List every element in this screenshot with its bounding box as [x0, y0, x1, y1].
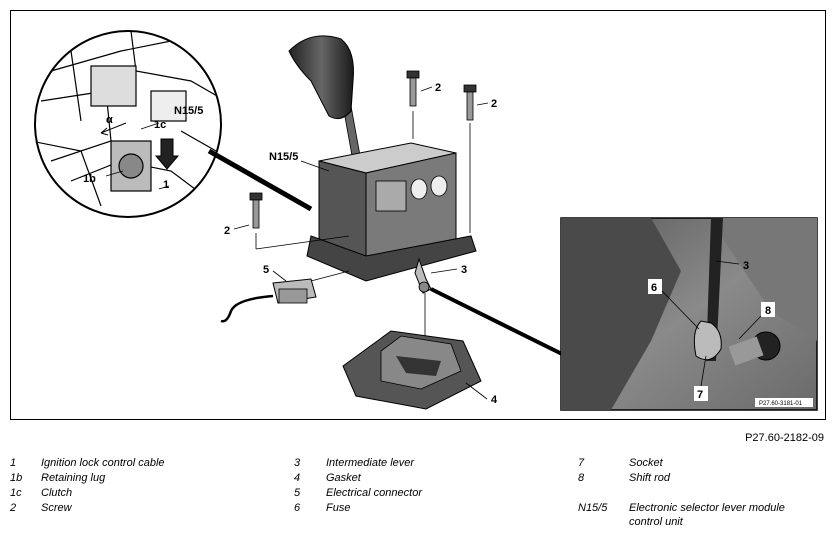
callout-alpha: α: [106, 114, 113, 126]
gasket: [342, 330, 482, 410]
photo-pointer-line: [430, 287, 567, 358]
screw-top-left: [406, 70, 420, 139]
callout-5: 5: [263, 264, 269, 276]
callout-screw-b: 2: [491, 98, 497, 110]
screw-top-right: [463, 84, 477, 233]
callout-n15-5-inset: N15/5: [174, 105, 203, 117]
callout-4: 4: [491, 394, 498, 406]
callout-3: 3: [461, 264, 467, 276]
callout-n15-5-module: N15/5: [269, 151, 298, 163]
photo-callout-6: 6: [651, 282, 657, 294]
photo-callout-7: 7: [697, 389, 703, 401]
exploded-view-drawing: N15/5 1c α 1b 1 N15/5 2: [34, 30, 818, 411]
photo-callout-8: 8: [765, 305, 771, 317]
detail-inset-circle: [34, 30, 222, 218]
photo-inset: [560, 217, 818, 411]
callout-1c: 1c: [154, 119, 166, 131]
electrical-connector: [220, 270, 350, 323]
inset-pointer-line: [207, 148, 313, 212]
callout-screw-a: 2: [435, 82, 441, 94]
figure-code: P27.60-2182-09: [745, 432, 824, 444]
legend: 1 Ignition lock control cable 1b Retaini…: [10, 457, 785, 528]
photo-figure-code: P27.60-3181-01: [759, 401, 803, 407]
callout-screw-c: 2: [224, 225, 230, 237]
photo-callout-3: 3: [743, 260, 749, 272]
callout-1b: 1b: [83, 173, 96, 185]
callout-1: 1: [163, 179, 169, 191]
selector-lever-module: [288, 35, 477, 294]
diagram-frame: N15/5 1c α 1b 1 N15/5 2: [10, 10, 826, 420]
screw-left: [249, 192, 350, 250]
